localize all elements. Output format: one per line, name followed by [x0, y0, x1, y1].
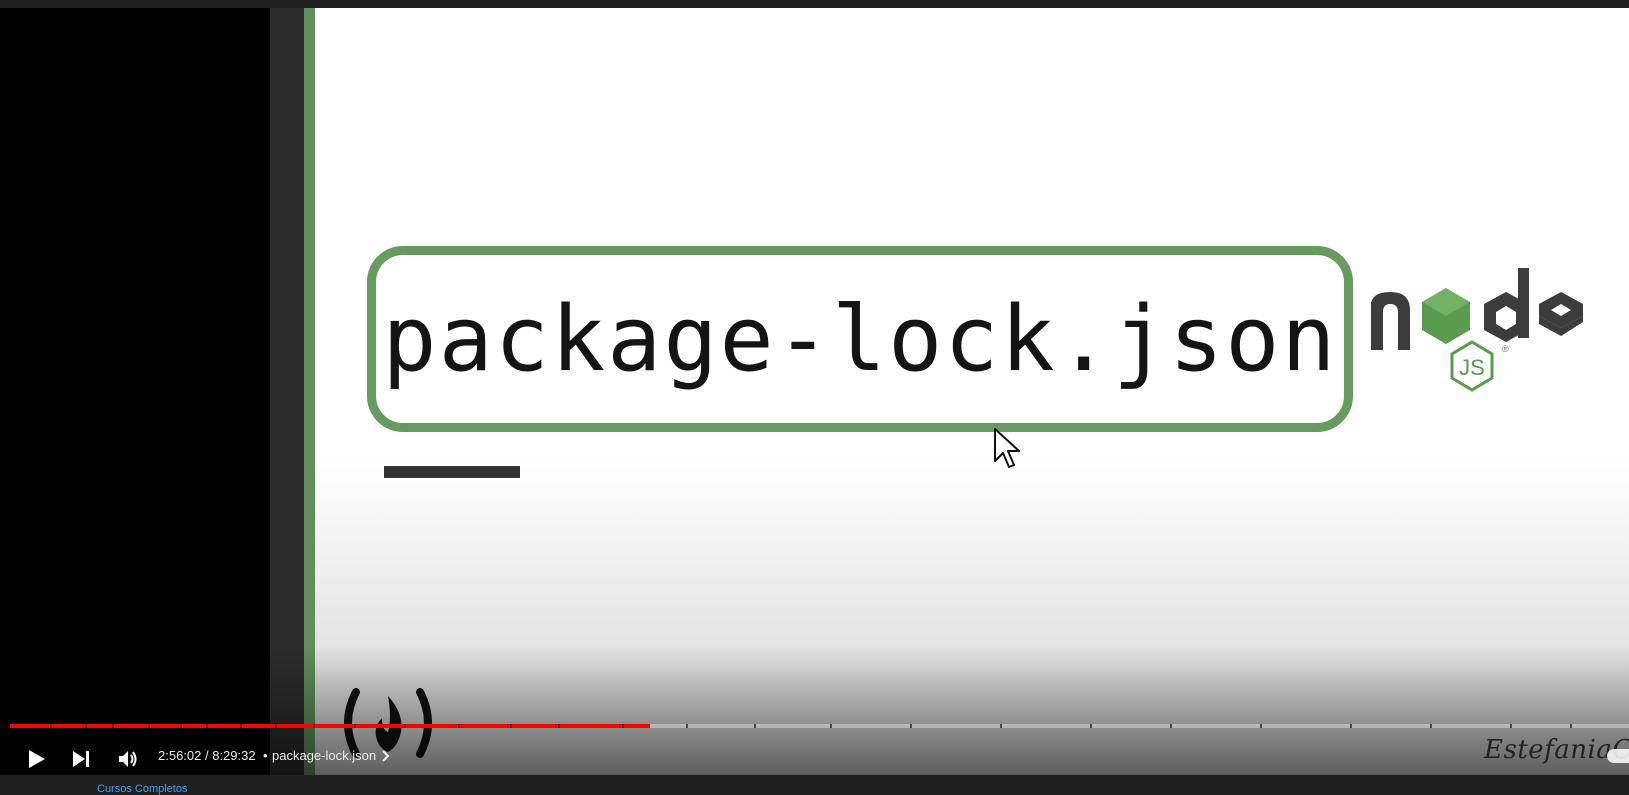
chapter-button[interactable]: package-lock.json	[272, 748, 390, 763]
chapter-marker	[1000, 724, 1002, 728]
separator: •	[263, 748, 268, 763]
nodejs-logo: JS ®	[1371, 268, 1583, 392]
progress-bar[interactable]	[10, 724, 1629, 728]
chapter-marker	[50, 724, 52, 728]
controls-gradient	[0, 648, 1629, 775]
chapter-marker	[404, 724, 406, 728]
chapter-marker	[1350, 724, 1352, 728]
chapter-marker	[1170, 724, 1172, 728]
chapter-marker	[275, 724, 277, 728]
volume-icon	[119, 751, 137, 767]
chapter-marker	[686, 724, 688, 728]
chapter-marker	[510, 724, 512, 728]
chapter-marker	[1510, 724, 1512, 728]
play-button[interactable]	[18, 741, 54, 775]
chapter-marker	[1260, 724, 1262, 728]
chapter-marker	[754, 724, 756, 728]
next-button[interactable]	[63, 741, 99, 775]
chapter-marker	[558, 724, 560, 728]
chapter-title: package-lock.json	[272, 748, 377, 763]
chapter-marker	[830, 724, 832, 728]
chapter-marker	[206, 724, 208, 728]
chapter-marker	[458, 724, 460, 728]
chapter-marker	[1570, 724, 1572, 728]
page-bottom-strip	[0, 775, 1629, 793]
slide-accent-bar	[304, 8, 315, 775]
chapter-marker	[148, 724, 150, 728]
slide-side-panel	[270, 8, 304, 775]
chapter-marker	[354, 724, 356, 728]
node-badge-text: JS	[1459, 355, 1485, 380]
chapter-marker	[1090, 724, 1092, 728]
next-icon	[73, 751, 89, 767]
top-strip	[0, 0, 1629, 8]
slide-underline	[384, 466, 520, 478]
play-icon	[29, 750, 45, 768]
chapter-marker	[85, 724, 87, 728]
autoplay-toggle[interactable]	[1607, 749, 1629, 763]
letterbox-left	[0, 8, 270, 775]
progress-played	[10, 724, 650, 728]
watermark-signature: EstefaniaCN	[1484, 735, 1629, 765]
playlist-link[interactable]: Cursos Completos	[97, 783, 188, 795]
slide-title-box: package-lock.json	[367, 246, 1353, 432]
video-player[interactable]: package-lock.json JS ®	[0, 8, 1629, 775]
registered-mark: ®	[1502, 344, 1509, 354]
slide-title: package-lock.json	[382, 286, 1338, 392]
chapter-marker	[180, 724, 182, 728]
chapter-marker	[240, 724, 242, 728]
time-display: 2:56:02 / 8:29:32	[158, 748, 256, 763]
chevron-right-icon	[382, 749, 390, 762]
volume-button[interactable]	[110, 741, 146, 775]
chapter-marker	[622, 724, 624, 728]
chapter-marker	[1430, 724, 1432, 728]
chapter-marker	[910, 724, 912, 728]
video-frame: package-lock.json JS ®	[315, 8, 1629, 775]
chapter-marker	[313, 724, 315, 728]
chapter-marker	[112, 724, 114, 728]
mouse-cursor-icon	[994, 428, 1020, 468]
